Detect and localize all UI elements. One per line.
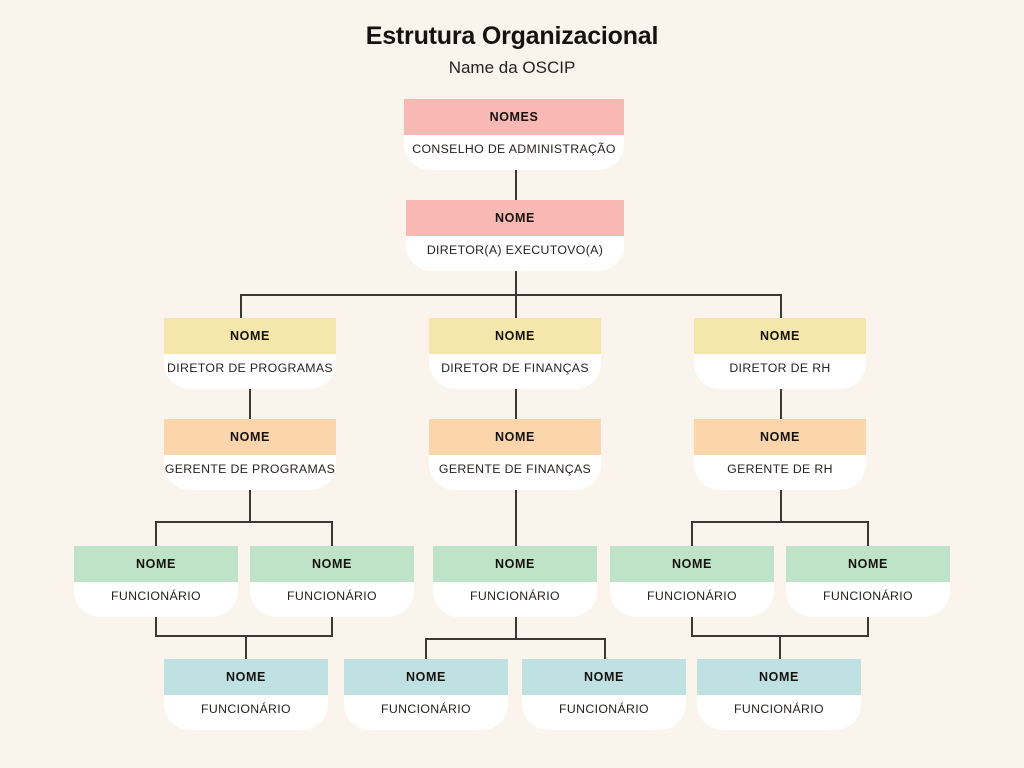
connector-staff-green-1-down [155,617,157,637]
node-funcionario-blue-1[interactable]: NOME FUNCIONÁRIO [164,659,328,730]
connector-director-financas-to-manager [515,389,517,419]
node-name-label: NOME [250,546,414,582]
connector-programas-staff-bus [155,521,333,523]
connector-blue-merge-bus-left [155,635,333,637]
node-name-label: NOME [429,318,601,354]
node-diretor-financas[interactable]: NOME DIRETOR DE FINANÇAS [429,318,601,389]
node-funcionario-blue-2[interactable]: NOME FUNCIONÁRIO [344,659,508,730]
node-conselho-administracao[interactable]: NOMES CONSELHO DE ADMINISTRAÇÃO [404,99,624,170]
node-gerente-financas[interactable]: NOME GERENTE DE FINANÇAS [429,419,601,490]
connector-bus-to-staff-blue-2 [425,638,427,659]
connector-bus-to-staff-green-5 [867,521,869,546]
connector-bus-to-staff-green-1 [155,521,157,546]
node-role-label: DIRETOR DE FINANÇAS [429,354,601,389]
connector-directors-bus [240,294,781,296]
node-name-label: NOME [694,318,866,354]
connector-bus-to-staff-green-2 [331,521,333,546]
connector-director-rh-to-manager [780,389,782,419]
node-name-label: NOME [694,419,866,455]
node-role-label: FUNCIONÁRIO [522,695,686,730]
node-role-label: FUNCIONÁRIO [74,582,238,617]
node-role-label: GERENTE DE RH [694,455,866,490]
node-funcionario-green-2[interactable]: NOME FUNCIONÁRIO [250,546,414,617]
node-role-label: DIRETOR DE PROGRAMAS [164,354,336,389]
connector-blue-split-bus-middle [425,638,605,640]
node-funcionario-green-4[interactable]: NOME FUNCIONÁRIO [610,546,774,617]
connector-bus-to-staff-blue-3 [604,638,606,659]
page-title: Estrutura Organizacional [365,22,659,50]
node-name-label: NOME [433,546,597,582]
connector-staff-green-4-down [691,617,693,637]
connector-bus-to-director-rh [780,294,782,318]
node-name-label: NOME [74,546,238,582]
node-role-label: FUNCIONÁRIO [786,582,950,617]
node-gerente-programas[interactable]: NOME GERENTE DE PROGRAMAS [164,419,336,490]
connector-manager-programas-down [249,490,251,522]
node-diretor-executivo[interactable]: NOME DIRETOR(A) EXECUTOVO(A) [406,200,624,271]
connector-executive-down [515,270,517,295]
node-funcionario-green-5[interactable]: NOME FUNCIONÁRIO [786,546,950,617]
node-funcionario-blue-4[interactable]: NOME FUNCIONÁRIO [697,659,861,730]
connector-staff-green-3-down [515,617,517,639]
node-name-label: NOME [697,659,861,695]
connector-manager-rh-down [780,490,782,522]
node-role-label: GERENTE DE PROGRAMAS [164,455,336,490]
node-funcionario-blue-3[interactable]: NOME FUNCIONÁRIO [522,659,686,730]
node-name-label: NOME [406,200,624,236]
node-funcionario-green-1[interactable]: NOME FUNCIONÁRIO [74,546,238,617]
node-role-label: DIRETOR(A) EXECUTOVO(A) [406,236,624,271]
node-role-label: CONSELHO DE ADMINISTRAÇÃO [404,135,624,170]
node-role-label: DIRETOR DE RH [694,354,866,389]
node-name-label: NOME [344,659,508,695]
connector-rh-staff-bus [691,521,869,523]
node-name-label: NOME [164,318,336,354]
node-diretor-rh[interactable]: NOME DIRETOR DE RH [694,318,866,389]
node-role-label: FUNCIONÁRIO [164,695,328,730]
node-gerente-rh[interactable]: NOME GERENTE DE RH [694,419,866,490]
connector-bus-to-director-financas [515,294,517,318]
node-diretor-programas[interactable]: NOME DIRETOR DE PROGRAMAS [164,318,336,389]
node-name-label: NOME [610,546,774,582]
node-role-label: FUNCIONÁRIO [610,582,774,617]
connector-bus-to-staff-green-4 [691,521,693,546]
connector-staff-green-5-down [867,617,869,637]
node-role-label: GERENTE DE FINANÇAS [429,455,601,490]
node-name-label: NOMES [404,99,624,135]
connector-manager-financas-to-staff [515,490,517,546]
node-name-label: NOME [164,419,336,455]
node-role-label: FUNCIONÁRIO [250,582,414,617]
node-funcionario-green-3[interactable]: NOME FUNCIONÁRIO [433,546,597,617]
node-name-label: NOME [164,659,328,695]
connector-board-to-executive [515,170,517,200]
node-name-label: NOME [786,546,950,582]
connector-staff-green-2-down [331,617,333,637]
node-role-label: FUNCIONÁRIO [344,695,508,730]
node-role-label: FUNCIONÁRIO [697,695,861,730]
node-name-label: NOME [522,659,686,695]
node-name-label: NOME [429,419,601,455]
node-role-label: FUNCIONÁRIO [433,582,597,617]
connector-bus-to-staff-blue-1 [245,635,247,659]
connector-bus-to-staff-blue-4 [779,635,781,659]
connector-bus-to-director-programas [240,294,242,318]
page-subtitle: Name da OSCIP [448,58,576,77]
connector-director-programas-to-manager [249,389,251,419]
